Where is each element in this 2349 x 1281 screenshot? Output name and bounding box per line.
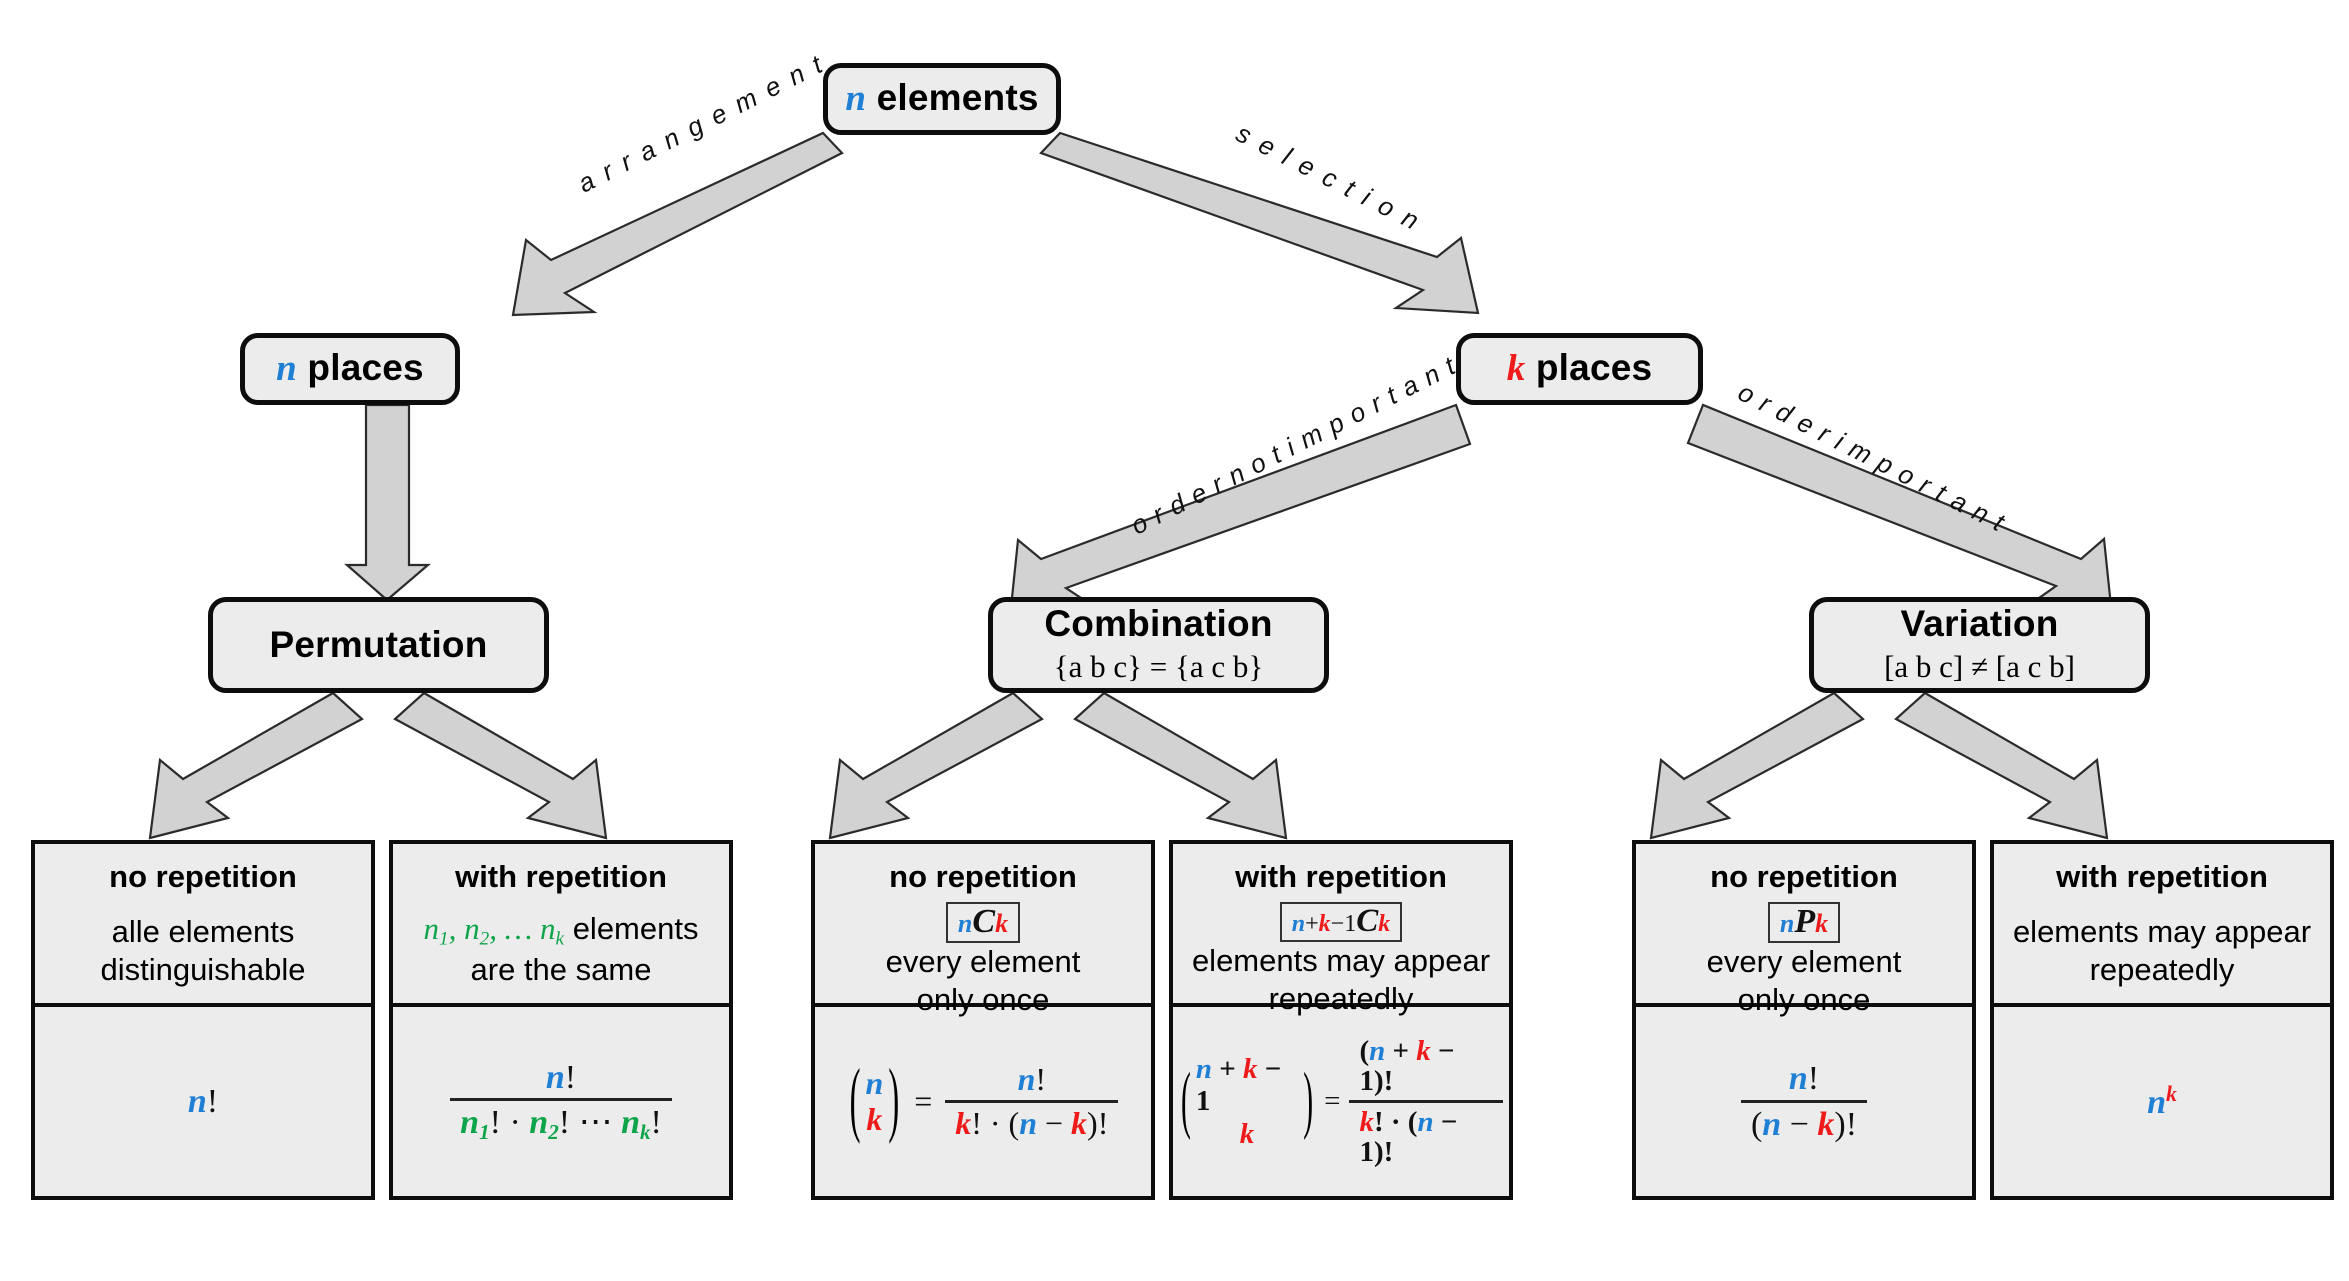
leaf-formula: nk [1994,1007,2330,1196]
edge-label-arrangement: a r r a n g e m e n t [572,48,830,199]
arrow-arrangement [511,131,844,317]
arrow-order-important [1686,403,2114,618]
node-variation[interactable]: Variation [a b c] ≠ [a c b] [1809,597,2150,693]
leaf-upper: with repetition n+k−1Ck elements may app… [1173,844,1509,1016]
leaf-description: n1, n2, … nk elements are the same [423,911,699,988]
arrow-combination-right [1073,691,1288,840]
variable-n: n [845,78,867,120]
arrow-combination-left [828,691,1044,840]
variable-n: n [276,348,297,390]
leaf-variation-with-repetition[interactable]: with repetition elements may appear repe… [1990,840,2334,1200]
leaf-formula: n! [35,1007,371,1196]
leaf-header: with repetition [2056,859,2268,894]
leaf-header: no repetition [1710,859,1898,894]
arrow-n-places-to-permutation [344,403,431,602]
leaf-upper: with repetition elements may appear repe… [1994,844,2330,1007]
notation-n-plus-k-minus-1-C-k: n+k−1Ck [1279,902,1403,943]
leaf-description: every element only once [885,944,1081,1017]
node-n-elements-label: n elements [845,77,1039,120]
formula-permutation-nk: n! (n − k)! [1740,1060,1868,1142]
arrow-variation-right [1894,691,2109,840]
notation-nCk: nCk [945,902,1021,944]
edge-label-order-not-important: o r d e r n o t i m p o r t a n t [1125,350,1461,541]
leaf-combination-no-repetition[interactable]: no repetition nCk every element only onc… [811,840,1155,1200]
arrow-permutation-right [393,691,608,840]
leaf-upper: with repetition n1, n2, … nk elements ar… [393,844,729,1007]
node-n-places[interactable]: n places [240,333,460,405]
leaf-formula: ( n + k − 1 k ) = (n + k − 1)! k! · (n −… [1173,1007,1509,1196]
leaf-formula: n! (n − k)! [1636,1007,1972,1196]
notation-nPk: nPk [1767,902,1841,944]
node-combination[interactable]: Combination {a b c} = {a c b} [988,597,1329,693]
formula-multinomial: n! n1! · n2! ⋯ nk! [450,1059,672,1144]
variable-k: k [1506,348,1526,390]
node-variation-title: Variation [1900,602,2059,644]
node-k-places-label: k places [1506,347,1653,390]
leaf-upper: no repetition alle elements distinguisha… [35,844,371,1007]
leaf-formula: n! n1! · n2! ⋯ nk! [393,1007,729,1196]
leaf-variation-no-repetition[interactable]: no repetition nPk every element only onc… [1632,840,1976,1200]
leaf-description: elements may appear repeatedly [2012,914,2312,988]
leaf-description: every element only once [1706,944,1902,1017]
leaf-combination-with-repetition[interactable]: with repetition n+k−1Ck elements may app… [1169,840,1513,1200]
arrow-variation-left [1649,691,1865,840]
formula-binomial-n-plus-k-minus-1: ( n + k − 1 k ) = (n + k − 1)! k! · (n −… [1179,1035,1503,1168]
formula-n-power-k: nk [2147,1081,2177,1121]
variable-n-subscripts: n1, n2, … nk [423,911,565,950]
node-k-places[interactable]: k places [1456,333,1703,405]
leaf-description: elements may appear repeatedly [1191,943,1491,1016]
edge-label-order-important: o r d e r i m p o r t a n t [1733,376,2011,538]
arrow-order-not-important [1008,403,1472,619]
node-variation-subtitle: [a b c] ≠ [a c b] [1884,649,2075,685]
leaf-header: no repetition [109,859,297,894]
node-n-elements[interactable]: n elements [823,63,1061,135]
node-permutation-title: Permutation [269,623,488,665]
leaf-description: alle elements distinguishable [100,914,306,988]
leaf-header: no repetition [889,859,1077,894]
leaf-header: with repetition [1235,859,1447,894]
leaf-permutation-with-repetition[interactable]: with repetition n1, n2, … nk elements ar… [389,840,733,1200]
arrow-permutation-left [148,691,364,840]
leaf-header: with repetition [455,859,667,894]
leaf-upper: no repetition nPk every element only onc… [1636,844,1972,1017]
node-combination-subtitle: {a b c} = {a c b} [1053,649,1264,685]
formula-n-factorial: n! [187,1082,219,1120]
node-combination-title: Combination [1044,602,1273,644]
node-permutation[interactable]: Permutation [208,597,549,693]
edge-label-selection: s e l e c t i o n [1231,117,1426,237]
leaf-upper: no repetition nCk every element only onc… [815,844,1151,1017]
leaf-permutation-no-repetition[interactable]: no repetition alle elements distinguisha… [31,840,375,1200]
node-n-places-label: n places [276,347,424,390]
